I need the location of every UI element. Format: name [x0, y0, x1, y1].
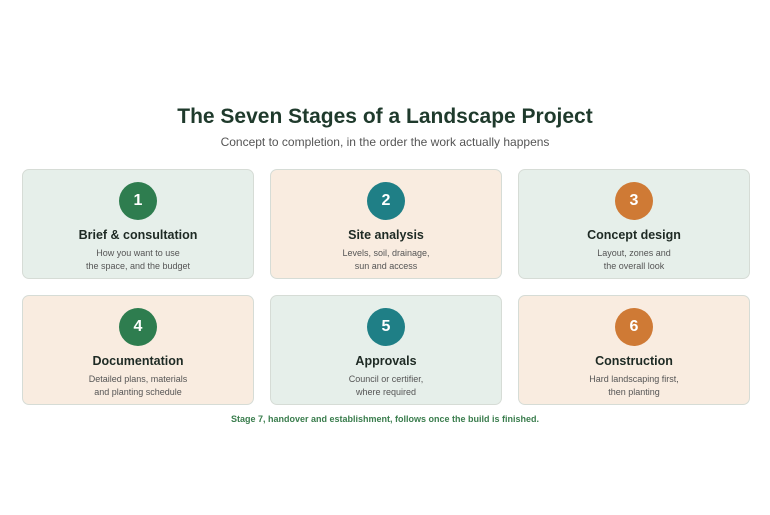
stage-description-line: then planting — [608, 387, 660, 397]
stage-title: Concept design — [587, 228, 681, 242]
stage-number-badge: 2 — [367, 182, 405, 220]
stage-card-2: 2 Site analysis Levels, soil, drainage, … — [270, 169, 502, 279]
stage-description: Council or certifier, where required — [349, 373, 424, 399]
stage-description-line: Layout, zones and — [597, 248, 671, 258]
stage-number-badge: 3 — [615, 182, 653, 220]
stage-description-line: where required — [355, 387, 417, 397]
stage-description-line: the space, and the budget — [85, 261, 191, 271]
stage-description-line: the overall look — [603, 261, 665, 271]
stage-card-3: 3 Concept design Layout, zones and the o… — [518, 169, 750, 279]
stage-description-line: Council or certifier, — [348, 374, 424, 384]
stage-card-6: 6 Construction Hard landscaping first, t… — [518, 295, 750, 405]
stage-description-line: How you want to use — [96, 248, 180, 258]
stage-number-badge: 6 — [615, 308, 653, 346]
stage-description: Hard landscaping first, then planting — [589, 373, 679, 399]
stage-description-line: Hard landscaping first, — [589, 374, 679, 384]
stage-description: Levels, soil, drainage, sun and access — [342, 247, 429, 273]
stage-title: Documentation — [92, 354, 184, 368]
page-subtitle: Concept to completion, in the order the … — [220, 135, 550, 149]
stage-description-line: sun and access — [354, 261, 418, 271]
stage-description: Layout, zones and the overall look — [597, 247, 671, 273]
stages-grid: 1 Brief & consultation How you want to u… — [22, 169, 750, 405]
stage-number-badge: 4 — [119, 308, 157, 346]
stage-title: Approvals — [355, 354, 417, 368]
stage-number-badge: 1 — [119, 182, 157, 220]
page-title: The Seven Stages of a Landscape Project — [177, 105, 593, 128]
stage-number-badge: 5 — [367, 308, 405, 346]
stage-card-4: 4 Documentation Detailed plans, material… — [22, 295, 254, 405]
stage-title: Site analysis — [348, 228, 424, 242]
stage-title: Brief & consultation — [78, 228, 198, 242]
stage-card-1: 1 Brief & consultation How you want to u… — [22, 169, 254, 279]
stage-description: How you want to use the space, and the b… — [86, 247, 190, 273]
stage-card-5: 5 Approvals Council or certifier, where … — [270, 295, 502, 405]
footnote: Stage 7, handover and establishment, fol… — [230, 414, 540, 424]
stage-description: Detailed plans, materials and planting s… — [89, 373, 188, 399]
stage-description-line: Detailed plans, materials — [88, 374, 188, 384]
stage-description-line: and planting schedule — [94, 387, 182, 397]
stage-description-line: Levels, soil, drainage, — [342, 248, 430, 258]
stage-title: Construction — [595, 354, 673, 368]
